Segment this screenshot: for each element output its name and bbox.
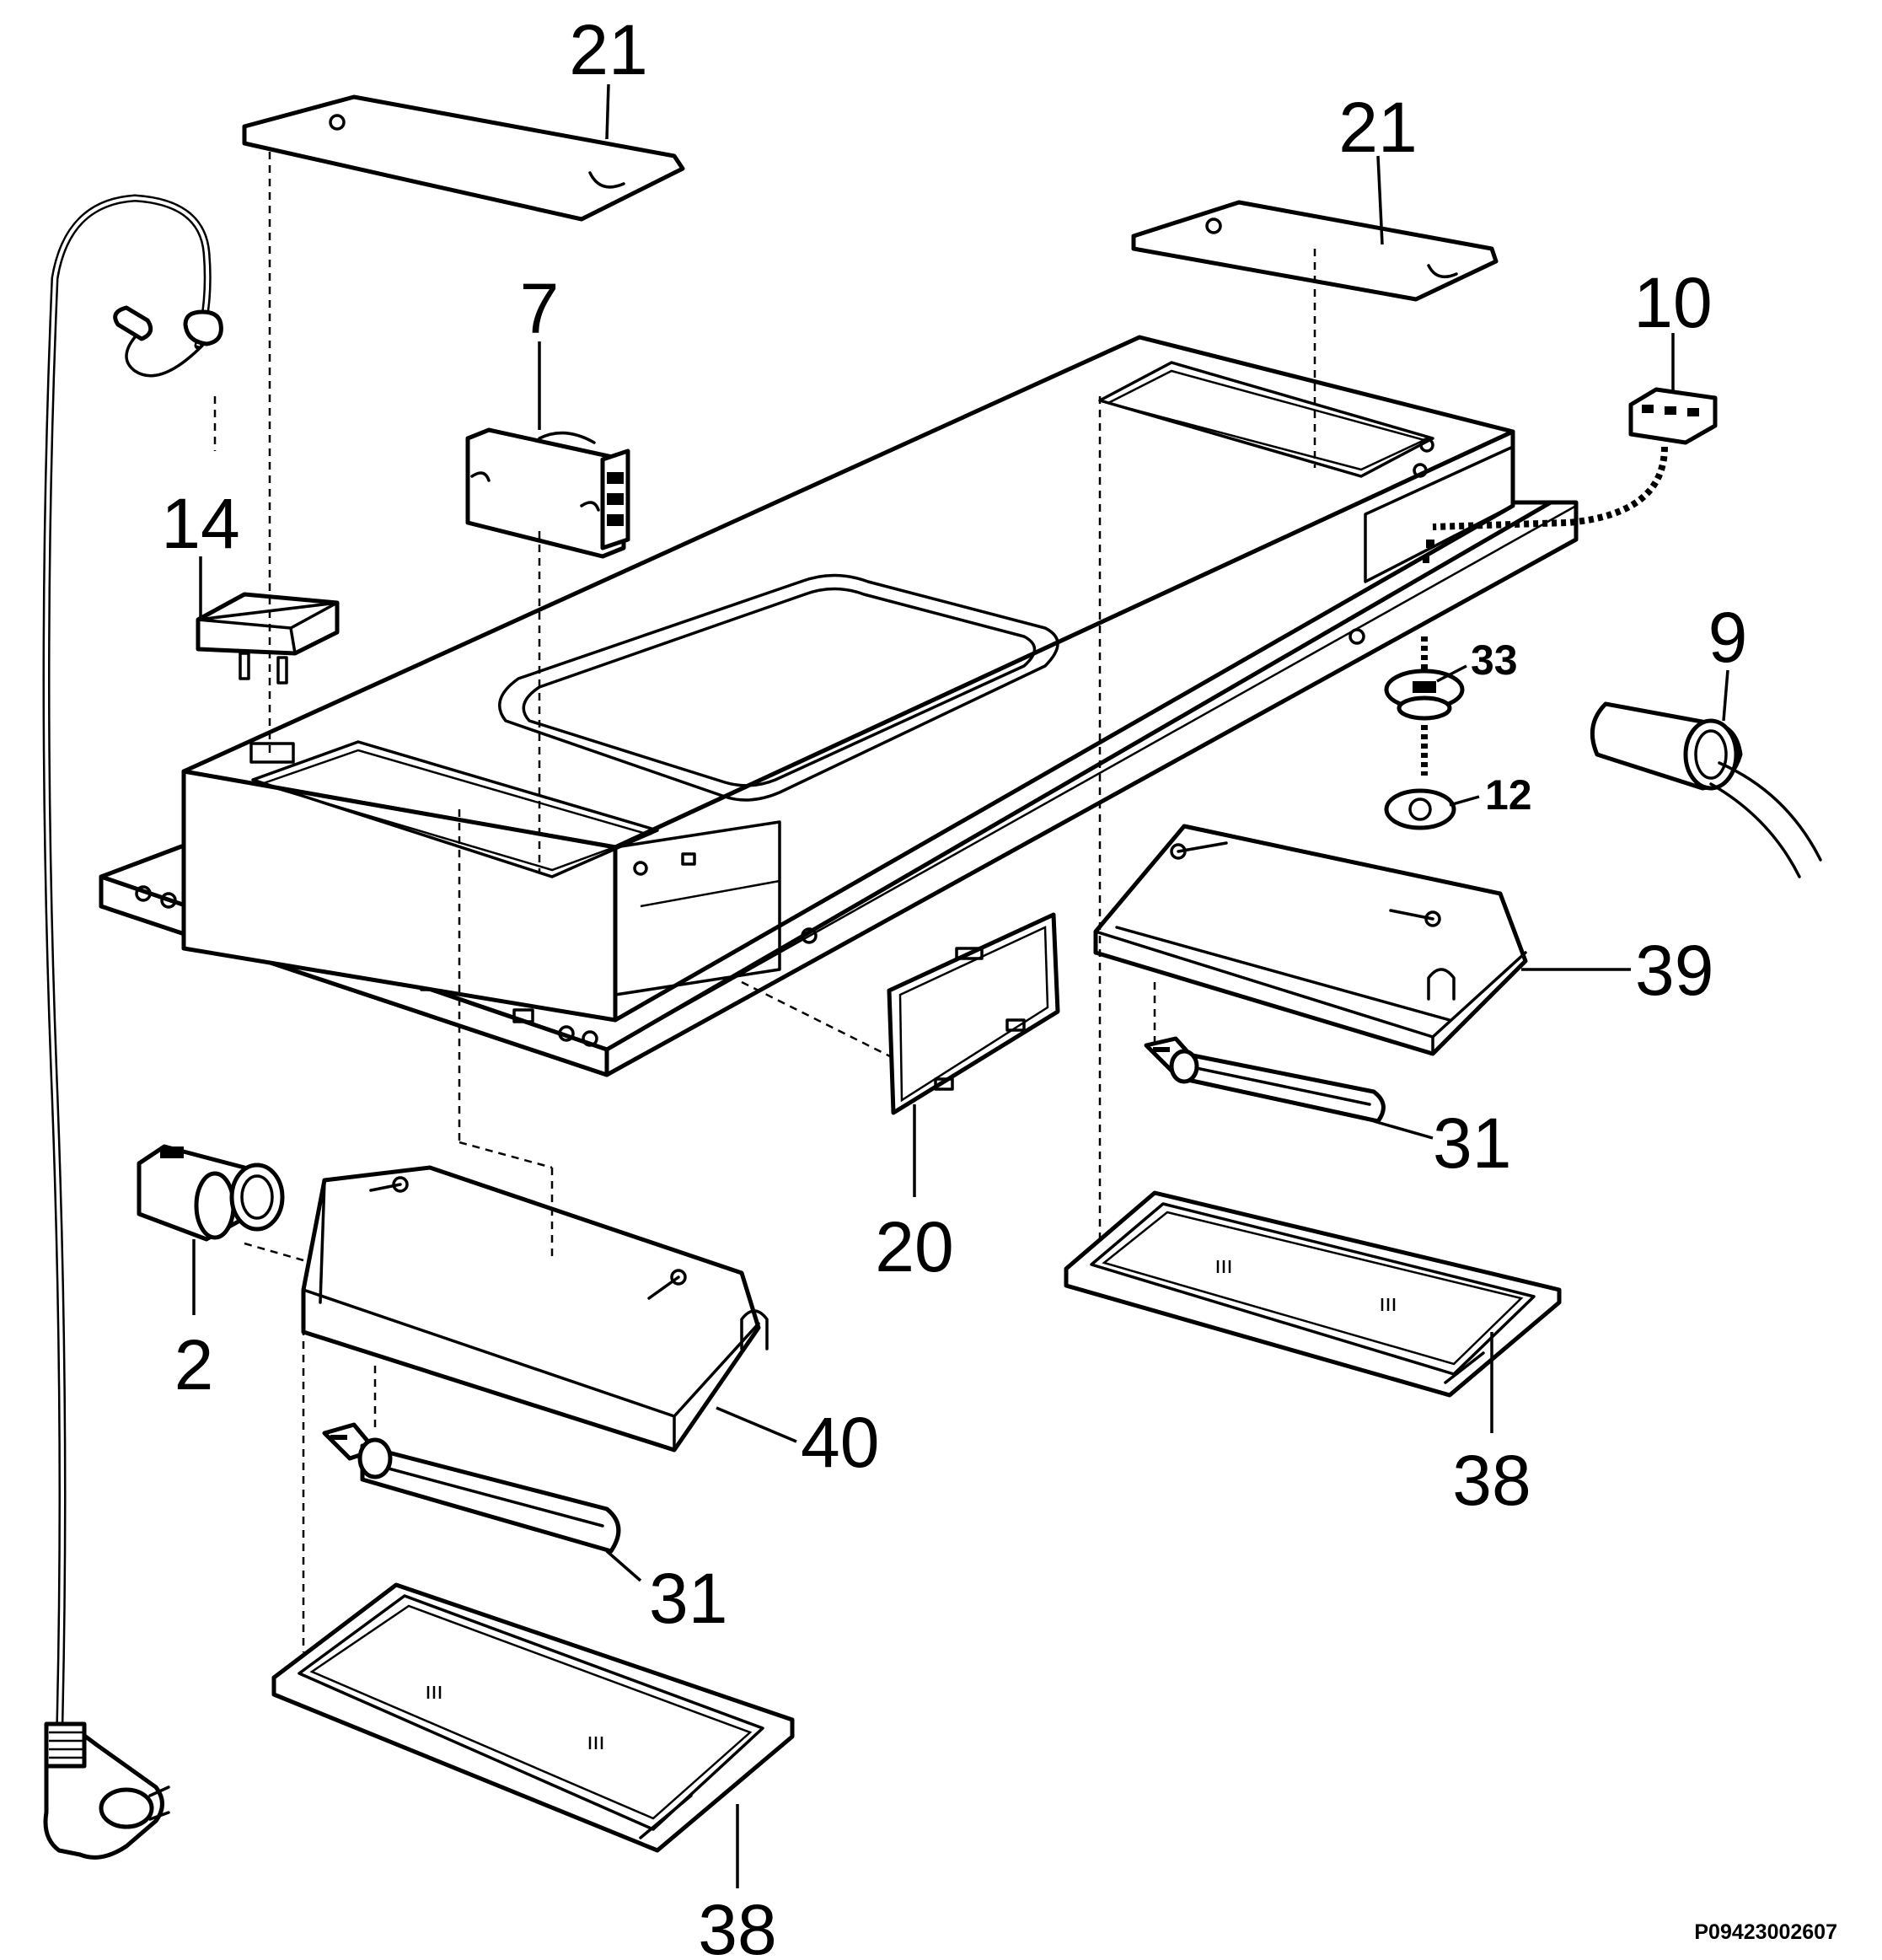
callout-21-left: 21 bbox=[569, 10, 647, 89]
switch-module-7 bbox=[465, 427, 630, 559]
filter-panel-20 bbox=[887, 912, 1060, 1115]
light-cover-38-left bbox=[271, 1582, 795, 1853]
callout-38-right: 38 bbox=[1452, 1441, 1531, 1520]
cover-plate-21-left bbox=[242, 94, 685, 222]
assembly-guide-lines bbox=[213, 152, 1316, 1652]
callout-39: 39 bbox=[1635, 931, 1713, 1010]
callout-21-right: 21 bbox=[1338, 88, 1417, 167]
callout-7: 7 bbox=[520, 269, 560, 348]
callout-9: 9 bbox=[1708, 598, 1748, 677]
callout-2: 2 bbox=[174, 1325, 214, 1404]
callout-14: 14 bbox=[161, 484, 239, 563]
lamp-housing-39 bbox=[1093, 824, 1528, 1056]
leader-lines bbox=[192, 83, 1729, 1888]
capacitor-9 bbox=[1590, 701, 1822, 878]
callout-20: 20 bbox=[875, 1207, 953, 1286]
lamp-housing-40 bbox=[301, 1165, 769, 1453]
callout-12: 12 bbox=[1485, 771, 1532, 819]
callout-labels: 21 21 7 10 14 33 9 12 39 31 20 2 40 38 3… bbox=[161, 10, 1747, 1960]
fuse-holder-12 bbox=[1384, 725, 1456, 830]
terminal-block-10 bbox=[1432, 387, 1718, 530]
drawing-reference-number: P09423002607 bbox=[1694, 1920, 1837, 1944]
lamp-tube-31-right bbox=[1144, 1036, 1386, 1124]
callout-31-left: 31 bbox=[649, 1559, 727, 1638]
connector-block-14 bbox=[196, 592, 340, 685]
callout-33: 33 bbox=[1471, 636, 1518, 684]
callout-40: 40 bbox=[801, 1403, 879, 1482]
callout-31-right: 31 bbox=[1433, 1104, 1511, 1183]
callout-10: 10 bbox=[1633, 263, 1712, 342]
lamp-holder-2 bbox=[137, 1144, 285, 1242]
fuse-holder-33 bbox=[1384, 636, 1465, 721]
callout-38-left: 38 bbox=[698, 1890, 776, 1960]
hood-housing bbox=[99, 335, 1579, 1077]
power-cord bbox=[42, 194, 223, 1860]
light-cover-38-right bbox=[1064, 1190, 1562, 1398]
lamp-tube-31-left bbox=[322, 1422, 621, 1554]
